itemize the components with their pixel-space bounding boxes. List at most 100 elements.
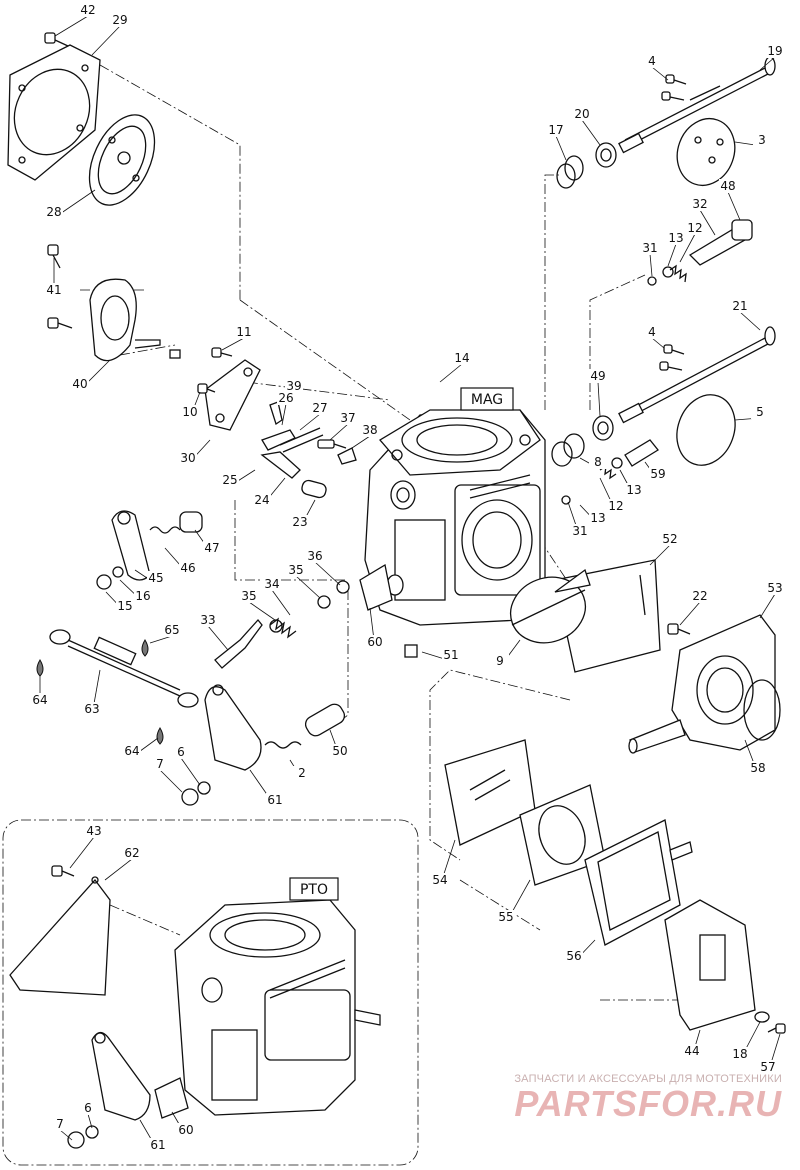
callout-bg-c46 xyxy=(179,561,197,575)
callout-bg-c27 xyxy=(311,401,329,415)
o-rings-8 xyxy=(551,433,585,467)
callout-c45: 45 xyxy=(148,571,163,585)
cover-56 xyxy=(584,819,693,946)
leader-c31a xyxy=(649,253,653,277)
callout-c49: 49 xyxy=(590,369,605,383)
callout-c47: 47 xyxy=(204,541,219,555)
screw-22 xyxy=(667,623,691,635)
callout-bg-c6a xyxy=(172,745,190,759)
leader-c4b xyxy=(651,337,665,349)
callout-c55: 55 xyxy=(498,910,513,924)
callout-bg-c33 xyxy=(199,613,217,627)
callout-c35a: 35 xyxy=(241,589,256,603)
cover-40 xyxy=(89,278,181,362)
callout-bg-c24 xyxy=(253,493,271,507)
leader-c65 xyxy=(149,635,173,644)
callout-bg-c63 xyxy=(83,702,101,716)
callout-c13b: 13 xyxy=(626,483,641,497)
mag-label-box xyxy=(460,387,514,411)
leader-c21 xyxy=(739,311,761,331)
leader-c38 xyxy=(351,435,371,449)
callout-c6b: 6 xyxy=(84,1101,92,1115)
leader-c43 xyxy=(69,836,95,869)
watermark-caption: ЗАПЧАСТИ И АКСЕССУАРЫ ДЛЯ МОТОТЕХНИКИ xyxy=(514,1073,782,1085)
leader-c17 xyxy=(555,135,567,161)
callout-bg-c42 xyxy=(79,3,97,17)
throttle-shaft-19 xyxy=(618,56,776,154)
pump-cover-53 xyxy=(628,614,781,754)
leader-c27 xyxy=(299,413,321,431)
callout-bg-c52 xyxy=(661,532,679,546)
idle-screw-59 xyxy=(561,439,659,505)
callout-bg-c49 xyxy=(589,369,607,383)
callout-bg-c43 xyxy=(85,824,103,838)
screw-10 xyxy=(197,383,216,394)
leader-c53 xyxy=(759,593,776,619)
callout-c7a: 7 xyxy=(156,757,164,771)
leader-c4a xyxy=(651,66,669,81)
callout-bg-c23 xyxy=(291,515,309,529)
callout-c30: 30 xyxy=(180,451,195,465)
callout-c22: 22 xyxy=(692,589,707,603)
callout-c13a: 13 xyxy=(668,231,683,245)
callout-c54: 54 xyxy=(432,873,447,887)
leader-c26 xyxy=(281,403,287,426)
callout-bg-c48 xyxy=(719,179,737,193)
leader-c14 xyxy=(439,363,463,383)
callout-bg-c45 xyxy=(147,571,165,585)
callout-c7b: 7 xyxy=(56,1117,64,1131)
callout-bg-c59 xyxy=(649,467,667,481)
callout-c2: 2 xyxy=(298,766,306,780)
callout-c4b: 4 xyxy=(648,325,656,339)
o-rings-17 xyxy=(556,155,584,189)
callout-c61b: 61 xyxy=(150,1138,165,1152)
leader-c33 xyxy=(207,625,229,651)
callout-c6a: 6 xyxy=(177,745,185,759)
callout-bg-c13a xyxy=(667,231,685,245)
callout-c16: 16 xyxy=(135,589,150,603)
leader-c29 xyxy=(91,25,121,56)
plate-54 xyxy=(444,739,536,846)
callout-c39: 39 xyxy=(286,379,301,393)
callout-bg-c13c xyxy=(589,511,607,525)
screw-43 xyxy=(51,865,75,877)
callout-c52: 52 xyxy=(662,532,677,546)
callout-c65: 65 xyxy=(164,623,179,637)
screws-4 xyxy=(659,74,687,371)
callout-c3: 3 xyxy=(758,133,766,147)
leader-c12a xyxy=(679,233,696,263)
callout-c59: 59 xyxy=(650,467,665,481)
callout-bg-c31b xyxy=(571,524,589,538)
washer-18 xyxy=(754,1011,770,1023)
callout-bg-c51 xyxy=(442,648,460,662)
callout-c41: 41 xyxy=(46,283,61,297)
watermark: ЗАПЧАСТИ И АКСЕССУАРЫ ДЛЯ МОТОТЕХНИКИ PA… xyxy=(422,1073,782,1123)
callout-c60a: 60 xyxy=(367,635,382,649)
callout-bg-c13b xyxy=(625,483,643,497)
bushing-20 xyxy=(595,142,617,168)
mixture-screw-33 xyxy=(214,580,350,669)
leader-c35a xyxy=(248,601,276,621)
callout-c64b: 64 xyxy=(124,744,139,758)
callout-c36: 36 xyxy=(307,549,322,563)
leader-c34 xyxy=(271,589,291,616)
leader-c22 xyxy=(679,601,701,626)
carburetor-body-mag xyxy=(359,409,546,658)
bushing-49 xyxy=(592,415,614,441)
part-60-pto xyxy=(154,1077,189,1119)
callout-c51: 51 xyxy=(443,648,458,662)
screw-42 xyxy=(44,32,69,47)
callout-c28: 28 xyxy=(46,205,61,219)
bracket-62 xyxy=(9,876,111,996)
callout-bg-c16 xyxy=(134,589,152,603)
leader-c32 xyxy=(699,209,716,236)
callout-bg-c56 xyxy=(565,949,583,963)
callout-bg-c58 xyxy=(749,761,767,775)
throttle-rod-63 xyxy=(36,629,199,745)
callout-c62: 62 xyxy=(124,846,139,860)
callout-bg-c44 xyxy=(683,1044,701,1058)
callout-c38: 38 xyxy=(362,423,377,437)
callout-c57: 57 xyxy=(760,1060,775,1074)
callout-bg-c14 xyxy=(453,351,471,365)
screw-57 xyxy=(767,1023,786,1034)
